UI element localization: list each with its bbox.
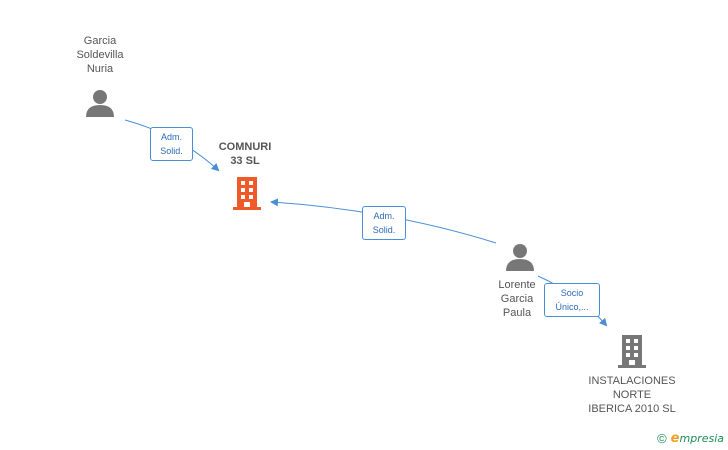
edge-label-lorente-comnuri[interactable]: Adm. Solid. [362, 206, 406, 240]
node-label-garcia: Garcia Soldevilla Nuria [76, 35, 124, 75]
node-label-instalaciones: INSTALACIONES NORTE IBERICA 2010 SL [588, 375, 676, 415]
node-label-lorente: Lorente Garcia Paula [498, 279, 536, 319]
person-icon[interactable] [85, 88, 115, 118]
brand-logo: empresia [670, 431, 724, 446]
copyright-icon: © [657, 431, 667, 446]
edge-label-lorente-instalaciones[interactable]: Socio Único,... [544, 283, 600, 317]
empresia-watermark[interactable]: © empresia [657, 431, 724, 446]
person-icon[interactable] [505, 242, 535, 272]
building-icon[interactable] [617, 334, 647, 368]
node-label-comnuri: COMNURI 33 SL [218, 141, 272, 167]
building-icon[interactable] [232, 176, 262, 210]
edge-label-garcia-comnuri[interactable]: Adm. Solid. [150, 127, 193, 161]
